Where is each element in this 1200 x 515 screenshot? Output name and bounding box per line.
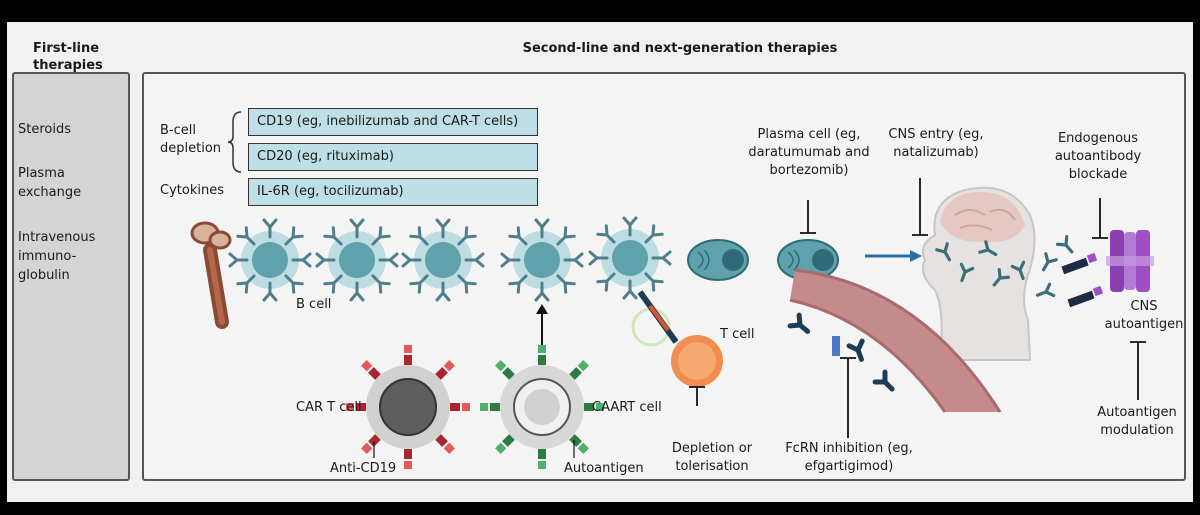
autoantigen-label: Autoantigen: [564, 461, 644, 476]
first-line-item-steroids: Steroids: [18, 122, 71, 137]
fcrn-inhibition-label: FcRN inhibition (eg, efgartigimod): [785, 441, 913, 474]
first-line-panel: [12, 72, 130, 481]
plasma-cell-label: Plasma cell (eg, daratumumab and bortezo…: [748, 127, 870, 178]
fcrn-receptor: [832, 336, 840, 356]
b-cell-3: [403, 220, 483, 300]
plasma-cell-1: [687, 239, 749, 281]
b-cell-2: [317, 220, 397, 300]
bcell-depletion-label: B-cell depletion: [160, 123, 222, 156]
caart-cell-label: CAART cell: [592, 400, 662, 415]
car-t-cell-label: CAR T cell: [296, 400, 362, 415]
autoantigen-modulation-label: Autoantigen modulation: [1097, 405, 1177, 438]
blocking-antibody-2: [1067, 285, 1104, 308]
t-cell-label: T cell: [720, 327, 755, 342]
anti-cd19-label: Anti-CD19: [330, 461, 397, 476]
human-head-icon: [922, 186, 1036, 361]
blocking-antibody-1: [1061, 252, 1098, 275]
car-t-cell-icon: [346, 345, 470, 469]
first-line-header: First-line therapies: [33, 41, 103, 73]
endogenous-blockade-label: Endogenous autoantibody blockade: [1054, 131, 1142, 182]
cns-autoantigen-icon: [1106, 230, 1154, 292]
depletion-tolerisation-label: Depletion or tolerisation: [671, 441, 753, 474]
cns-entry-label: CNS entry (eg, natalizumab): [888, 127, 984, 160]
b-cell-label: B cell: [296, 297, 332, 312]
bone-marrow-icon: [190, 221, 232, 329]
drug-box-cd19: CD19 (eg, inebilizumab and CAR-T cells): [248, 108, 538, 136]
t-cell-icon: [671, 335, 723, 387]
b-cell-1: [230, 220, 310, 300]
drug-box-cd20: CD20 (eg, rituximab): [248, 143, 538, 171]
first-line-item-plasma-exchange: Plasma exchange: [18, 166, 82, 200]
caart-cell-icon: [480, 345, 604, 469]
cytokines-label: Cytokines: [160, 183, 224, 198]
plasma-cell-2: [777, 239, 839, 281]
cns-autoantigen-label: CNS autoantigen: [1104, 299, 1184, 332]
blood-vessel-icon: [789, 268, 1002, 413]
first-line-item-ivig: Intravenous immuno-globulin: [18, 230, 96, 283]
second-line-header: Second-line and next-generation therapie…: [522, 41, 838, 56]
bcell-depletion-bracket: [227, 111, 242, 173]
b-cell-4: [502, 220, 582, 300]
drug-box-il6r: IL-6R (eg, tocilizumab): [248, 178, 538, 206]
b-cell-5: [590, 218, 670, 298]
